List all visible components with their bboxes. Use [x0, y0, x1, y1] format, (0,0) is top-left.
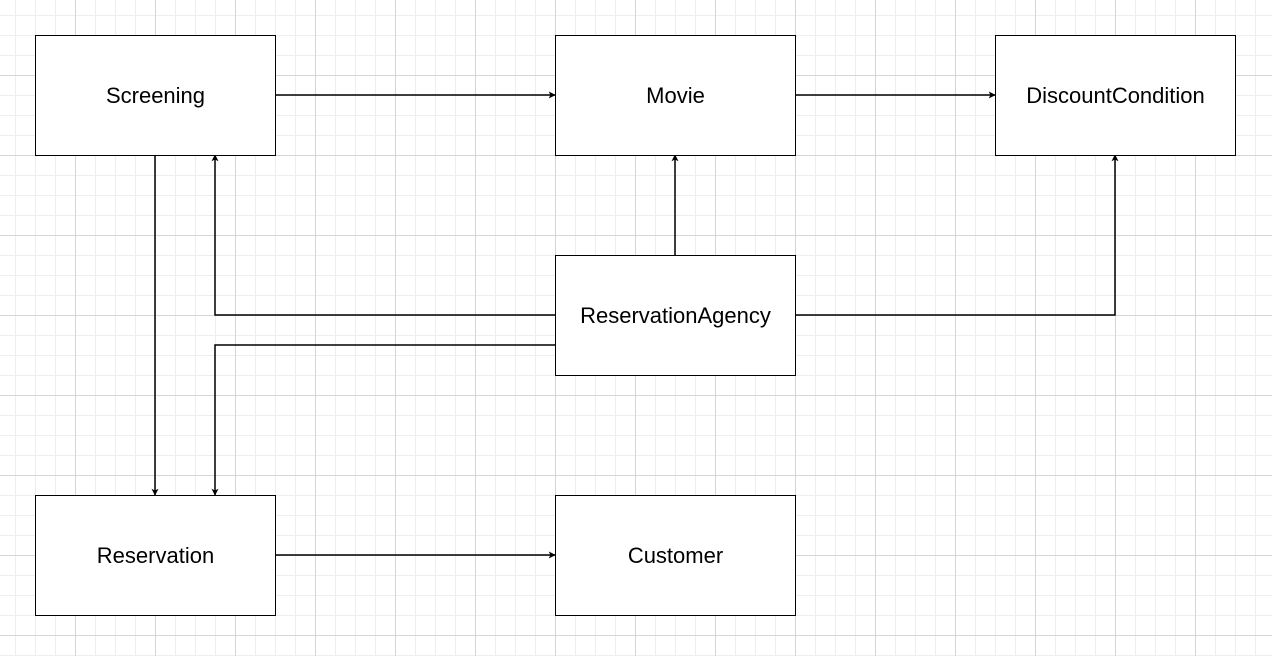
edge-reservationagency-to-reservation[interactable] [211, 344, 555, 496]
node-label: Customer [627, 542, 724, 568]
node-customer[interactable]: Customer [555, 495, 796, 616]
node-label: Movie [646, 82, 705, 108]
node-screening[interactable]: Screening [35, 35, 276, 156]
node-label: ReservationAgency [580, 302, 771, 328]
edge-reservationagency-to-discountcondition[interactable] [795, 154, 1119, 316]
node-label: Reservation [96, 542, 215, 568]
node-label: DiscountCondition [1026, 82, 1205, 108]
edge-reservationagency-to-screening[interactable] [211, 154, 555, 316]
node-label: Screening [105, 82, 206, 108]
node-discountcondition[interactable]: DiscountCondition [995, 35, 1236, 156]
node-reservation[interactable]: Reservation [35, 495, 276, 616]
node-reservationagency[interactable]: ReservationAgency [555, 255, 796, 376]
node-movie[interactable]: Movie [555, 35, 796, 156]
